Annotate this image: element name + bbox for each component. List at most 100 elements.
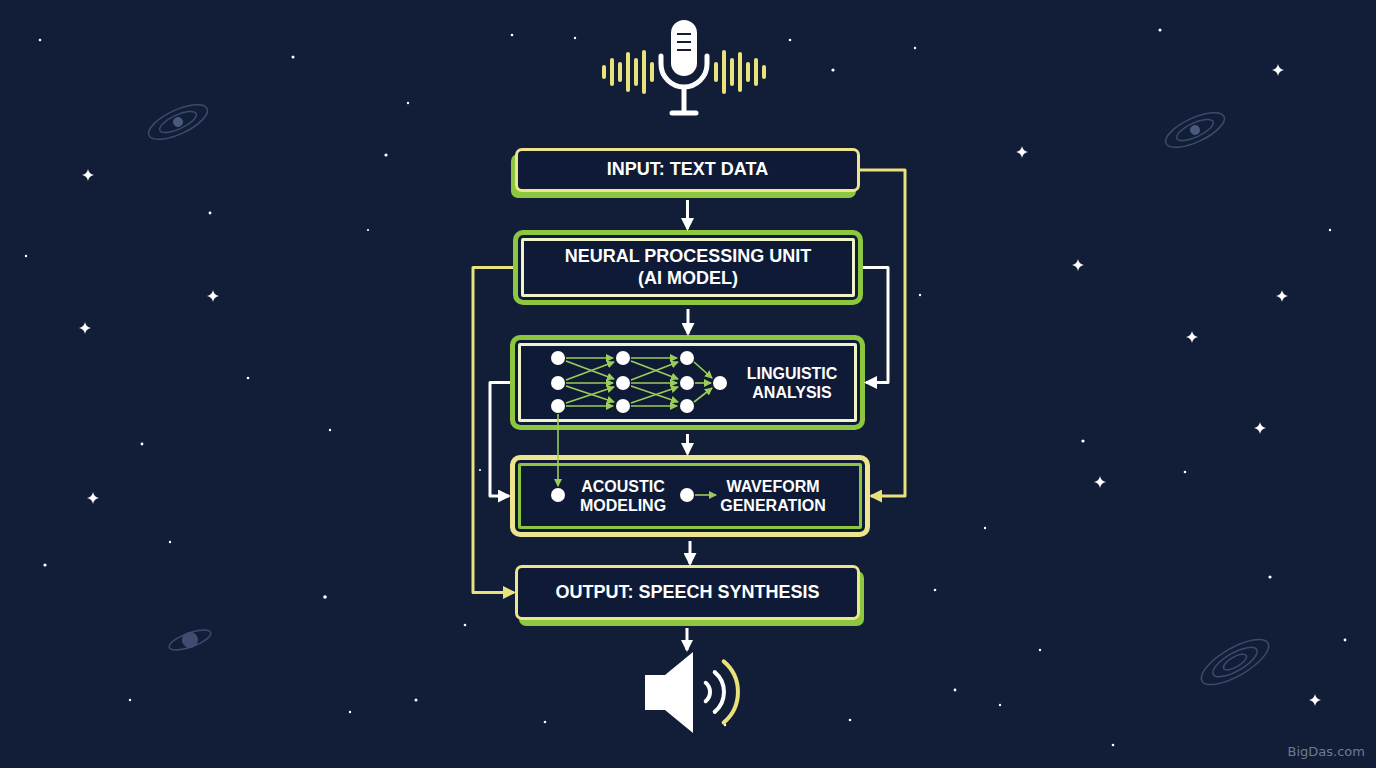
neuron (551, 376, 565, 390)
mic-grille (677, 41, 691, 43)
star (1159, 29, 1162, 32)
star (1184, 471, 1187, 474)
galaxies (144, 98, 1275, 694)
star (1039, 649, 1041, 651)
wave-bar (626, 54, 630, 90)
neuron (616, 376, 630, 390)
star-field (25, 29, 1347, 747)
star (479, 469, 481, 471)
star (415, 699, 418, 702)
star (724, 724, 726, 726)
mic-stem (682, 88, 687, 112)
wave-bar (650, 64, 654, 80)
network-link (566, 386, 614, 402)
network-link (631, 362, 678, 380)
sparkle (87, 492, 99, 504)
output-arrow (686, 628, 689, 650)
node-text: LINGUISTIC ANALYSIS (732, 364, 852, 402)
flow-arrow (860, 170, 905, 496)
wave-bar (634, 60, 638, 84)
star (247, 377, 250, 380)
wave-bar (610, 60, 614, 84)
network-link (631, 361, 678, 379)
star (511, 34, 514, 37)
sparkle (207, 290, 219, 302)
star (43, 563, 46, 566)
star (129, 699, 131, 701)
sparkle (1072, 259, 1084, 271)
ringed-planet (167, 625, 214, 655)
neuron (616, 351, 630, 365)
neuron (680, 399, 694, 413)
star (1329, 229, 1331, 231)
connectors (473, 170, 905, 593)
galaxy (144, 98, 212, 147)
watermark: BigDas.com (1250, 744, 1365, 759)
wave-bar (714, 64, 718, 80)
star (1112, 744, 1115, 747)
neuron (713, 376, 727, 390)
star (919, 294, 921, 296)
sparkle (1272, 64, 1284, 76)
star (349, 711, 351, 713)
process-box: NEURAL PROCESSING UNIT (AI MODEL) (513, 230, 863, 305)
galaxy (1161, 106, 1229, 155)
star (831, 68, 834, 71)
sparkle (82, 169, 94, 181)
flow-arrow (689, 541, 692, 564)
node-text: INPUT: TEXT DATA (523, 159, 853, 181)
star (984, 527, 986, 529)
star (1081, 439, 1084, 442)
microphone-icon (661, 20, 707, 113)
star (292, 56, 295, 59)
mic-grille (677, 33, 691, 35)
network-link (631, 386, 678, 402)
star (407, 102, 409, 104)
wave-bar (730, 60, 734, 84)
mic-grille (677, 49, 691, 51)
star (209, 212, 212, 215)
sound-arc (706, 683, 710, 701)
sparkle (1276, 290, 1288, 302)
sparkle (1254, 422, 1266, 434)
process-box: LINGUISTIC ANALYSIS (510, 335, 865, 430)
network-link (557, 414, 559, 486)
star (384, 153, 387, 156)
sound-arc (724, 661, 738, 722)
network-links (558, 358, 716, 495)
node-text: OUTPUT: SPEECH SYNTHESIS (523, 582, 853, 604)
flow-arrow (473, 268, 514, 593)
wave-bar (602, 67, 606, 77)
wave-bar (618, 64, 622, 80)
flow-arrow (687, 309, 690, 334)
star (789, 39, 792, 42)
sparkle (1186, 331, 1198, 343)
flow-arrow (686, 434, 689, 454)
mic-base (672, 111, 696, 116)
neuron (551, 488, 565, 502)
output-box: OUTPUT: SPEECH SYNTHESIS (515, 565, 860, 620)
sparkle (79, 322, 91, 334)
star (39, 39, 42, 42)
wave-bar (722, 52, 726, 92)
star (574, 37, 576, 39)
star (544, 721, 547, 724)
star (25, 255, 27, 257)
wave-bar (738, 54, 742, 90)
wave-bar (762, 67, 766, 77)
node-text: NEURAL PROCESSING UNIT (AI MODEL) (561, 246, 816, 289)
sparkle (1094, 476, 1106, 488)
neuron (551, 351, 565, 365)
network-link (695, 494, 716, 496)
neuron (680, 376, 694, 390)
star (849, 719, 852, 722)
speaker-body (645, 652, 693, 733)
star (367, 229, 369, 231)
star (464, 624, 467, 627)
sparkle (1016, 146, 1028, 158)
wave-bar (642, 52, 646, 92)
star (169, 541, 171, 543)
star (954, 689, 957, 692)
